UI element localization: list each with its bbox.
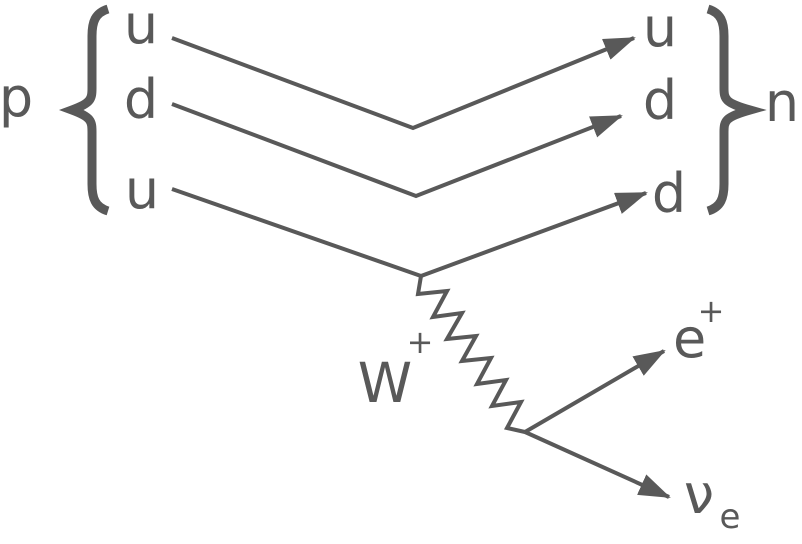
neutrino-subscript: e xyxy=(720,497,741,537)
w-boson-zigzag xyxy=(415,275,526,434)
w-boson-charge-superscript: + xyxy=(407,323,434,361)
left-quark-up-2-label: u xyxy=(125,158,159,221)
neutrino-label: ν xyxy=(684,463,714,526)
neutron-brace xyxy=(706,4,767,216)
proton-label: p xyxy=(0,66,33,129)
quark-line-down-spectator xyxy=(171,102,623,199)
quark-line-up-to-down xyxy=(171,187,648,279)
neutron-label: n xyxy=(765,71,799,134)
right-quark-down-2-label: d xyxy=(652,162,686,225)
proton-brace xyxy=(58,4,110,216)
left-quark-down-label: d xyxy=(124,68,158,131)
quark-line-up-spectator xyxy=(171,36,636,131)
w-boson-label: W xyxy=(358,351,412,415)
positron-label: e xyxy=(673,307,706,370)
neutrino-line xyxy=(524,430,671,499)
right-quark-up-label: u xyxy=(643,0,677,59)
positron-charge-superscript: + xyxy=(698,292,725,330)
left-quark-up-1-label: u xyxy=(124,0,158,56)
positron-line xyxy=(523,349,666,434)
right-quark-down-1-label: d xyxy=(643,69,677,132)
